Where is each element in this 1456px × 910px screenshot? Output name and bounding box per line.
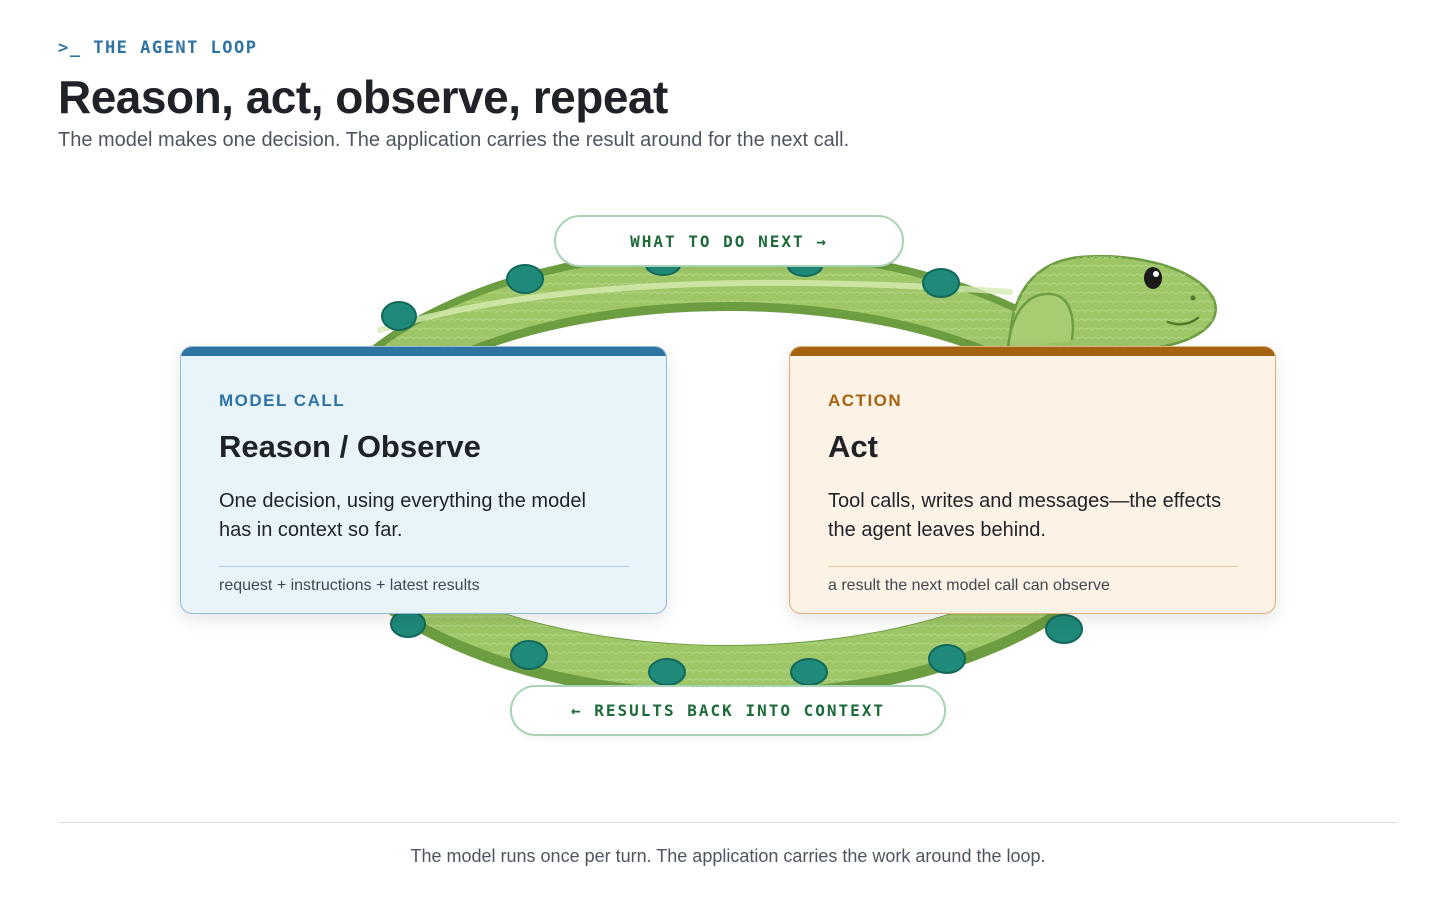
card-body: Tool calls, writes and messages—the effe… bbox=[828, 490, 1222, 541]
footer-caption: The model runs once per turn. The applic… bbox=[410, 846, 1046, 866]
card-divider bbox=[828, 566, 1238, 567]
card-heading: Reason / Observe bbox=[219, 429, 481, 464]
results-back-label: ← RESULTS BACK INTO CONTEXT bbox=[510, 685, 946, 736]
card-body: One decision, using everything the model… bbox=[219, 490, 586, 541]
model-call-card: MODEL CALL Reason / Observe One decision… bbox=[180, 346, 667, 614]
next-step-label: WHAT TO DO NEXT → bbox=[554, 215, 904, 267]
card-heading: Act bbox=[828, 429, 878, 464]
eyebrow-label: >_ THE AGENT LOOP bbox=[58, 38, 258, 58]
card-kicker: ACTION bbox=[828, 391, 903, 410]
card-accent-bar bbox=[790, 347, 1275, 356]
card-divider bbox=[219, 566, 629, 567]
card-footnote: a result the next model call can observe bbox=[828, 577, 1110, 594]
card-accent-bar bbox=[181, 347, 666, 356]
page-subtitle: The model makes one decision. The applic… bbox=[58, 129, 850, 151]
action-card: ACTION Act Tool calls, writes and messag… bbox=[789, 346, 1276, 614]
card-footnote: request + instructions + latest results bbox=[219, 577, 480, 594]
card-kicker: MODEL CALL bbox=[219, 391, 346, 410]
page-title: Reason, act, observe, repeat bbox=[58, 71, 668, 123]
footer-divider bbox=[58, 822, 1398, 823]
snake-head bbox=[1006, 254, 1217, 354]
